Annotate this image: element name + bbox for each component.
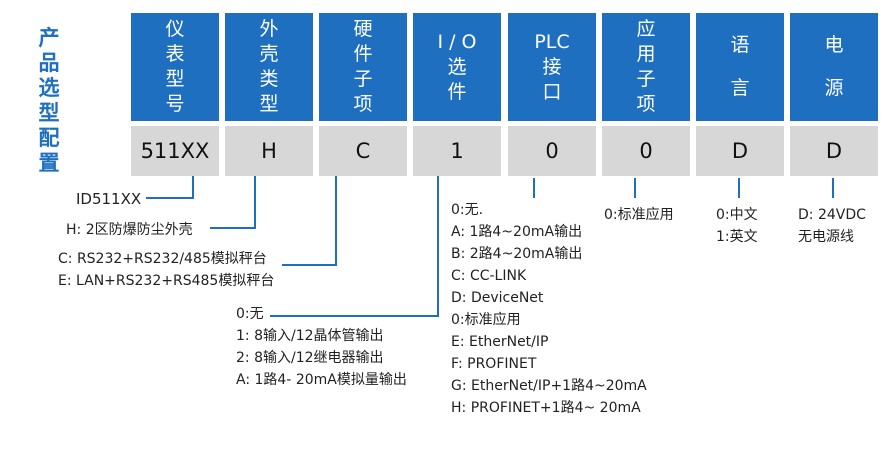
header-line: 口: [542, 80, 562, 103]
desc-line: G: EtherNet/IP+1路4~20mA: [451, 378, 647, 394]
connector-hardware-v: [335, 176, 337, 265]
desc-line: B: 2路4~20mA输出: [451, 246, 583, 262]
header-hardware: 硬 件 子 项: [319, 13, 407, 121]
connector-hardware-h: [282, 264, 337, 266]
header-line: 表: [165, 43, 185, 65]
desc-line: 0:无: [236, 306, 264, 322]
side-title-char: 置: [38, 151, 60, 175]
desc-line: 0:中文: [716, 207, 758, 223]
header-line: 源: [824, 77, 844, 99]
desc-line: F: PROFINET: [451, 356, 537, 372]
desc-language: 0:中文 1:英文: [716, 204, 758, 248]
code-io: 1: [413, 126, 501, 176]
header-line: 仪: [165, 18, 185, 40]
desc-plc: 0:无. A: 1路4~20mA输出 B: 2路4~20mA输出 C: CC-L…: [451, 199, 647, 419]
code-housing: H: [225, 126, 313, 176]
desc-line: 0:标准应用: [451, 312, 521, 328]
header-line: I / O: [437, 30, 477, 53]
header-line: 项: [636, 93, 656, 115]
connector-housing-h: [210, 227, 256, 229]
header-line: 子: [353, 68, 373, 90]
connector-housing-v: [254, 176, 256, 228]
side-title-char: 品: [38, 51, 60, 75]
desc-line: C: CC-LINK: [451, 268, 527, 284]
header-io: I / O 选 件: [413, 13, 501, 121]
header-line: 件: [353, 43, 373, 65]
code-model: 511XX: [131, 126, 219, 176]
code-app: 0: [602, 126, 690, 176]
connector-power-v: [832, 178, 834, 198]
side-title-char: 配: [38, 126, 60, 150]
header-line: 壳: [259, 43, 279, 65]
side-title-char: 选: [38, 76, 60, 100]
header-line: 语: [730, 34, 750, 56]
header-plc: PLC 接 口: [508, 13, 596, 121]
desc-line: E: EtherNet/IP: [451, 334, 549, 350]
connector-io-h: [270, 315, 439, 317]
header-line: 言: [730, 77, 750, 99]
header-line: 接: [542, 55, 562, 78]
side-title-char: 产: [38, 26, 60, 50]
side-title-char: 型: [38, 101, 60, 125]
header-line: 硬: [353, 18, 373, 40]
header-line: 号: [165, 93, 185, 115]
header-line: PLC: [534, 30, 570, 53]
desc-io: 0:无 1: 8输入/12晶体管输出 2: 8输入/12继电器输出 A: 1路4…: [236, 303, 407, 391]
desc-line: H: 2区防爆防尘外壳: [66, 222, 193, 238]
desc-line: D: DeviceNet: [451, 290, 544, 306]
header-line: 型: [165, 68, 185, 90]
header-line: 用: [636, 43, 656, 65]
desc-model: ID511XX: [76, 188, 141, 210]
connector-io-v: [437, 176, 439, 316]
header-line: 电: [824, 34, 844, 56]
header-line: 应: [636, 18, 656, 40]
connector-app-v: [634, 178, 636, 198]
desc-line: 0:无.: [451, 202, 484, 218]
header-line: 选: [447, 55, 467, 78]
code-hardware: C: [319, 126, 407, 176]
header-line: 项: [353, 93, 373, 115]
code-power: D: [790, 126, 878, 176]
header-app: 应 用 子 项: [602, 13, 690, 121]
desc-line: A: 1路4~20mA输出: [451, 224, 583, 240]
desc-power: D: 24VDC 无电源线: [798, 204, 866, 248]
desc-line: 2: 8输入/12继电器输出: [236, 350, 384, 366]
desc-hardware: C: RS232+RS232/485模拟秤台 E: LAN+RS232+RS48…: [58, 248, 274, 292]
desc-line: 1: 8输入/12晶体管输出: [236, 328, 384, 344]
header-line: 子: [636, 68, 656, 90]
desc-line: H: PROFINET+1路4~ 20mA: [451, 400, 641, 416]
header-model: 仪 表 型 号: [131, 13, 219, 121]
code-language: D: [696, 126, 784, 176]
connector-plc-v: [533, 178, 535, 198]
desc-line: C: RS232+RS232/485模拟秤台: [58, 251, 267, 267]
desc-housing: H: 2区防爆防尘外壳: [66, 219, 193, 241]
header-line: 外: [259, 18, 279, 40]
connector-model-h: [146, 197, 194, 199]
side-title: 产 品 选 型 配 置: [34, 26, 64, 176]
desc-line: D: 24VDC: [798, 207, 866, 223]
desc-line: 1:英文: [716, 229, 758, 245]
connector-model-v: [192, 176, 194, 198]
desc-app: 0:标准应用: [604, 204, 674, 226]
desc-line: 0:标准应用: [604, 207, 674, 223]
header-line: 件: [447, 80, 467, 103]
header-housing: 外 壳 类 型: [225, 13, 313, 121]
desc-line: E: LAN+RS232+RS485模拟秤台: [58, 273, 275, 289]
desc-line: ID511XX: [76, 190, 142, 208]
header-line: 型: [259, 93, 279, 115]
header-line: 类: [259, 68, 279, 90]
code-plc: 0: [508, 126, 596, 176]
desc-line: 无电源线: [798, 229, 854, 245]
header-language: 语 言: [696, 13, 784, 121]
desc-line: A: 1路4- 20mA模拟量输出: [236, 372, 407, 388]
connector-language-v: [738, 178, 740, 198]
header-power: 电 源: [790, 13, 878, 121]
